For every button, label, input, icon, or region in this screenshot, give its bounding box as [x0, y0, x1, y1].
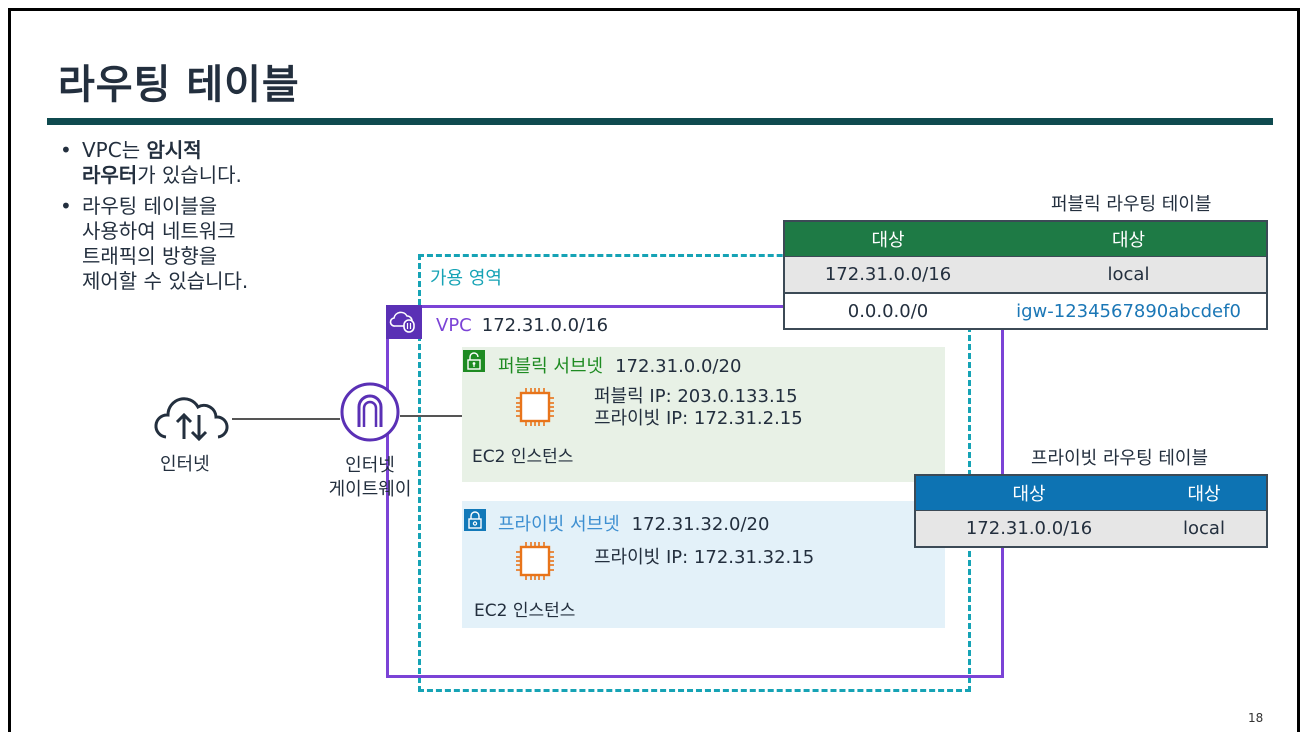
igw-target-link[interactable]: igw-1234567890abcdef0 [1016, 300, 1241, 322]
unlocked-padlock-icon [463, 350, 485, 372]
table-row: 172.31.0.0/16 local [785, 256, 1266, 292]
internet-gateway-label: 인터넷 게이트웨이 [328, 455, 412, 500]
locked-padlock-icon [464, 509, 486, 531]
table-row: 172.31.0.0/16 local [916, 510, 1266, 546]
ec2-instance-icon [514, 540, 556, 582]
cloud-upload-download-icon [152, 393, 232, 443]
vpc-cidr: 172.31.0.0/16 [481, 315, 609, 336]
page-number: 18 [1248, 711, 1264, 725]
availability-zone-boundary [418, 254, 971, 692]
public-route-table: 대상 대상 172.31.0.0/16 local 0.0.0.0/0 igw-… [783, 220, 1268, 330]
availability-zone-label: 가용 영역 [430, 268, 502, 289]
bullet-list: VPC는 암시적 라우터가 있습니다. 라우팅 테이블을 사용하여 네트워크 트… [60, 138, 248, 300]
bullet-item: 라우팅 테이블을 사용하여 네트워크 트래픽의 방향을 제어할 수 있습니다. [60, 194, 248, 294]
public-route-table-caption: 퍼블릭 라우팅 테이블 [1051, 194, 1212, 215]
title-divider [47, 118, 1273, 125]
private-subnet-cidr: 172.31.32.0/20 [631, 514, 770, 535]
connector-line [232, 418, 340, 420]
public-subnet-cidr: 172.31.0.0/20 [615, 356, 742, 377]
ec2-instance-label: EC2 인스턴스 [474, 601, 576, 621]
internet-label: 인터넷 [160, 454, 210, 475]
private-ip: 프라이빗 IP: 172.31.2.15 [594, 408, 803, 429]
private-route-table: 대상 대상 172.31.0.0/16 local [914, 474, 1268, 548]
table-row: 0.0.0.0/0 igw-1234567890abcdef0 [785, 292, 1266, 328]
public-instance-ips: 퍼블릭 IP: 203.0.133.15 프라이빗 IP: 172.31.2.1… [594, 386, 803, 430]
slide-frame [8, 8, 1300, 732]
public-ip: 퍼블릭 IP: 203.0.133.15 [594, 386, 798, 407]
slide-title: 라우팅 테이블 [58, 62, 300, 108]
connector-line [400, 415, 462, 417]
private-route-table-caption: 프라이빗 라우팅 테이블 [1031, 448, 1209, 469]
bullet-item: VPC는 암시적 라우터가 있습니다. [60, 138, 248, 188]
internet-gateway-icon [339, 381, 401, 443]
private-instance-ip: 프라이빗 IP: 172.31.32.15 [594, 547, 815, 568]
ec2-instance-label: EC2 인스턴스 [472, 447, 574, 467]
vpc-cloud-lock-icon [386, 305, 422, 339]
table-header: 대상 대상 [916, 476, 1266, 510]
ec2-instance-icon [514, 386, 556, 428]
table-header: 대상 대상 [785, 222, 1266, 256]
